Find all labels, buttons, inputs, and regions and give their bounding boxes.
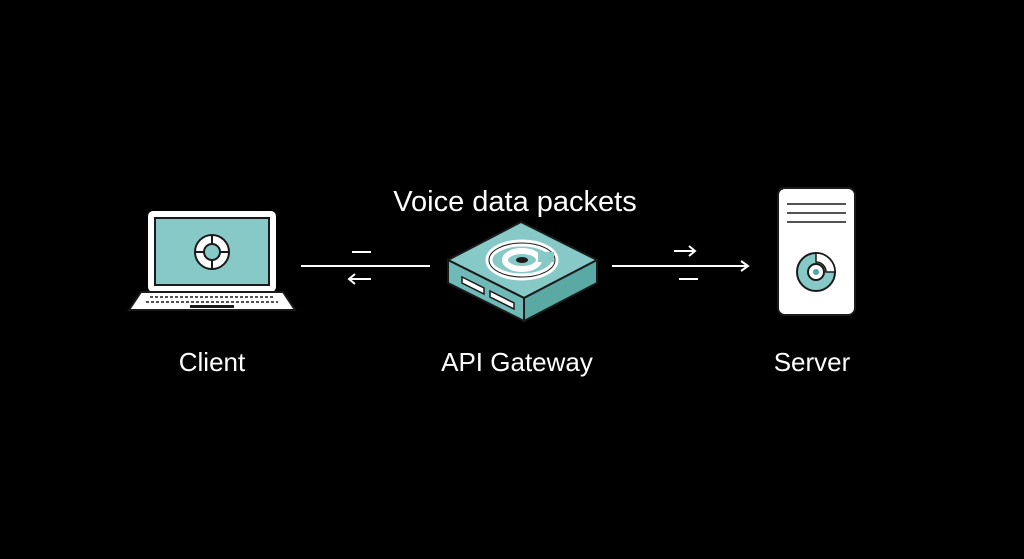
arrow-right-icon <box>674 245 697 257</box>
server-tower-icon <box>777 187 856 316</box>
gateway-label: API Gateway <box>441 347 593 377</box>
server-disc-icon <box>796 252 836 292</box>
diagram-title: Voice data packets <box>393 186 637 218</box>
laptop-icon <box>127 211 297 311</box>
connection-gateway-to-client <box>301 251 430 285</box>
server-label: Server <box>773 347 851 377</box>
arrow-left-icon <box>347 273 371 285</box>
laptop-screen-emblem-icon <box>194 234 230 270</box>
gateway-emblem-icon <box>485 239 559 281</box>
gateway-device-icon <box>445 220 600 323</box>
client-label: Client <box>178 347 246 377</box>
connection-gateway-to-server <box>612 245 750 280</box>
